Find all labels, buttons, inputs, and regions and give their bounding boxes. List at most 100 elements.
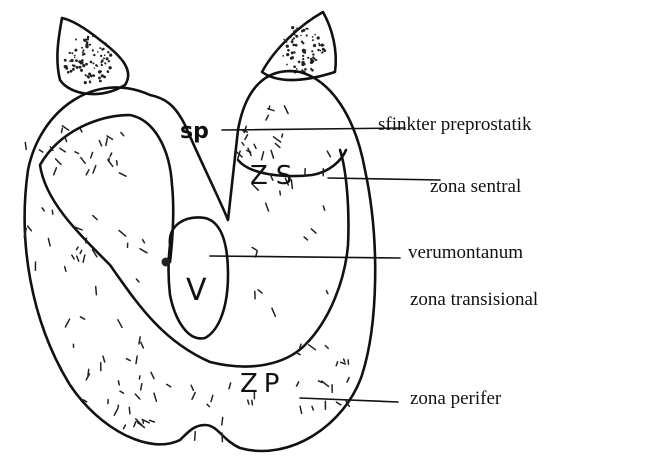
stipple-dot [302,24,304,26]
stipple-dot [296,27,298,29]
texture-dash [280,191,281,195]
texture-dash [124,425,126,429]
texture-dash [297,382,299,386]
stipple-dot [108,66,111,69]
stipple-dot [67,71,70,74]
texture-dash [143,240,145,243]
texture-dash [192,393,195,400]
stipple-dot [105,42,107,44]
stipple-dot [87,75,90,78]
texture-dash [274,137,281,142]
texture-dash [120,391,124,393]
stipple-dot [84,81,87,84]
zona-sentral-label: zona sentral [430,176,521,197]
texture-dash [222,418,223,425]
stipple-dot [80,61,83,64]
stipple-dot [85,74,87,76]
texture-dash [258,290,262,293]
stipple-dot [73,65,76,68]
right-seminal-vesicle [262,12,336,80]
stipple-dot [86,41,89,44]
stipple-dot [283,39,285,41]
texture-dash [311,229,316,233]
verumontanum-leader-line [210,256,400,258]
stipple-dot [286,64,288,66]
texture-dash [118,320,122,328]
texture-dash [77,247,78,250]
texture-dash [282,134,283,137]
texture-dash [114,409,117,415]
texture-dash [118,405,119,408]
texture-dash [136,356,137,363]
stipple-dot [287,49,290,52]
stipple-dot [89,44,91,46]
texture-dash [325,346,328,349]
texture-dash [300,406,302,413]
texture-dash [254,144,256,148]
stipple-dot [296,68,298,70]
stipple-dot [72,68,75,71]
stipple-dot [312,39,314,41]
stipple-dot [103,57,105,59]
stipple-dot [89,81,91,83]
texture-dash [327,151,330,157]
texture-dash [80,250,82,253]
stipple-dot [293,30,295,32]
texture-dash [207,404,209,406]
stipple-dot [317,49,319,51]
texture-dash [245,135,248,140]
texture-dash [271,150,273,158]
texture-dash [42,208,44,211]
stipple-dot [290,37,292,39]
texture-dash [262,152,264,160]
texture-dash [86,170,89,175]
texture-dash [252,248,256,250]
stipple-dot [318,43,320,45]
stipple-dot [98,38,100,40]
texture-dash [248,400,249,404]
texture-dash [119,231,126,237]
stipple-dot [97,65,99,67]
stipple-dot [317,36,320,39]
texture-dash [93,216,97,220]
stipple-dot [295,35,298,38]
texture-dash [81,158,85,164]
stipple-dot [298,61,301,64]
stipple-dot [302,29,305,32]
stipple-dot [301,63,304,66]
verumontanum-label: verumontanum [408,242,523,263]
texture-dash [229,383,231,389]
stipple-dot [85,63,87,65]
texture-dash [167,384,171,387]
texture-dash [99,141,101,146]
texture-dash [134,422,136,427]
stipple-dot [101,59,104,62]
stipple-dot [107,51,109,53]
stipple-dot [71,52,73,54]
texture-dash [269,106,270,109]
stipple-dot [92,49,94,51]
stipple-dot [88,73,91,76]
stipple-dot [291,26,294,29]
stipple-dot [98,77,101,80]
texture-dash [39,150,42,152]
texture-dash [62,128,63,132]
texture-dash [154,393,156,401]
stipple-dot [312,53,314,55]
stipple-dot [313,44,316,47]
stipple-dot [93,74,96,77]
texture-dash [52,210,53,214]
texture-dash [139,376,140,379]
stipple-dot [107,58,109,60]
stipple-dot [65,67,68,70]
stipple-dot [102,48,104,50]
stipple-dot [310,60,313,63]
texture-dash [304,237,307,240]
texture-dash [25,143,26,150]
stipple-dot [300,35,302,37]
stipple-dot [92,62,94,64]
texture-dash [284,106,288,114]
stipple-dot [81,47,83,49]
texture-dash [65,267,66,272]
